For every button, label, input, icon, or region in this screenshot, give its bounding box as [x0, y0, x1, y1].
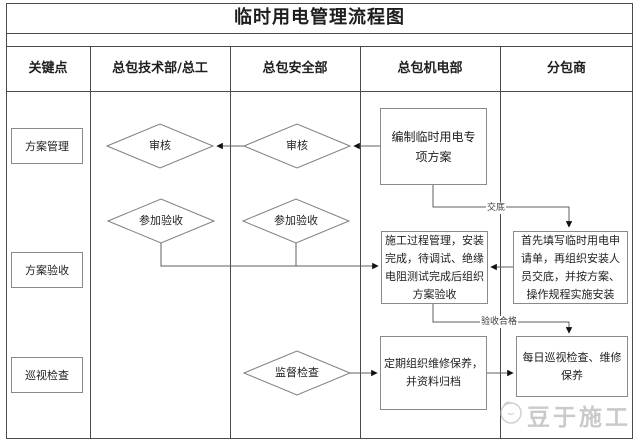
keypoint-label: 巡视检查 [25, 369, 69, 382]
diamond-review-safety-shape [242, 123, 352, 169]
lane-header-safety-dept: 总包安全部 [262, 61, 328, 76]
keypoint-label: 方案验收 [25, 264, 69, 277]
outer-frame [6, 3, 633, 439]
diamond-review-tech-shape [105, 123, 215, 169]
diamond-join-accept-safety: 参加验收 [274, 214, 318, 227]
arrow-join-accept-to-construction [160, 243, 379, 270]
grid-vline-4 [500, 46, 501, 439]
diamond-join-accept-tech-shape [106, 198, 216, 244]
lane-header-me-dept: 总包机电部 [397, 61, 463, 76]
page-title: 临时用电管理流程图 [234, 7, 405, 28]
keypoint-patrol-check: 巡视检查 [11, 357, 83, 393]
node-draft-plan: 编制临时用电专项方案 [380, 108, 487, 185]
node-daily-patrol: 每日巡视检查、维修保养 [516, 336, 628, 397]
diamond-join-accept-safety-shape [241, 198, 351, 244]
lane-header-tech-dept: 总包技术部/总工 [112, 61, 208, 76]
grid-vline-2 [230, 46, 231, 439]
grid-vline-3 [360, 46, 361, 439]
grid-vline-1 [90, 46, 91, 439]
header-top-line [6, 46, 633, 47]
diamond-review-tech: 审核 [149, 139, 171, 152]
diamond-supervise-check: 监督检查 [275, 366, 319, 379]
edge-label-acceptance-pass: 验收合格 [480, 316, 519, 328]
diamond-review-safety: 审核 [286, 139, 308, 152]
keypoint-plan-manage: 方案管理 [11, 128, 83, 164]
lane-header-subcontractor: 分包商 [546, 61, 586, 76]
lane-header-keypoints: 关键点 [28, 61, 68, 76]
watermark-logo-icon [500, 401, 522, 424]
edge-label-briefing: 交底 [486, 202, 507, 214]
keypoint-plan-accept: 方案验收 [11, 252, 83, 288]
title-divider-line [6, 33, 633, 34]
node-periodic-maintain: 定期组织维修保养，并资料归档 [380, 336, 487, 410]
node-apply-install: 首先填写临时用电申请单，再组织安装人员交底，并按方案、操作规程实施安装 [513, 231, 628, 304]
keypoint-label: 方案管理 [25, 140, 69, 153]
watermark-text: 豆于施工 [527, 404, 631, 431]
header-bottom-line [6, 91, 633, 92]
diamond-join-accept-tech: 参加验收 [139, 214, 183, 227]
node-construction-manage: 施工过程管理，安装完成，待调试、绝缘电阻测试完成后组织方案验收 [381, 231, 488, 304]
